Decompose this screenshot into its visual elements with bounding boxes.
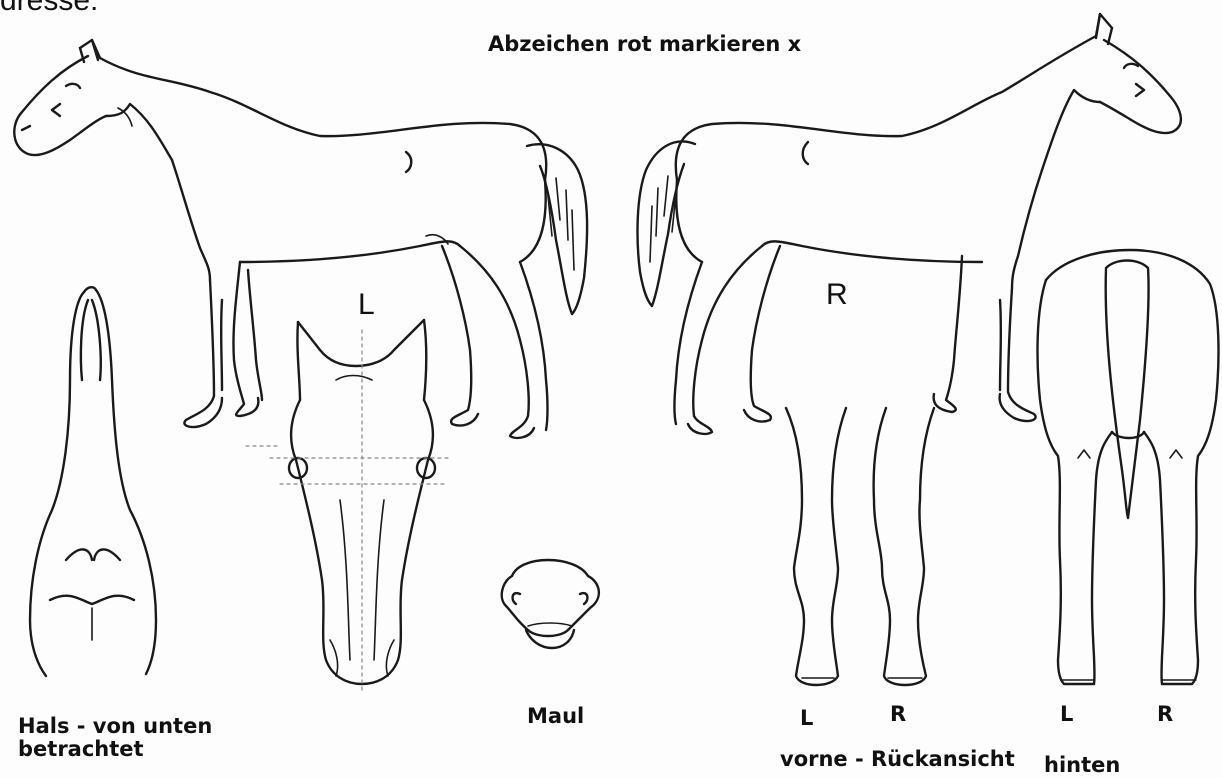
left-side-label: L <box>358 290 375 320</box>
hind-left-label: L <box>1060 704 1073 725</box>
neck-from-below-drawing <box>30 287 156 676</box>
front-legs-rear-view-drawing <box>786 408 934 685</box>
front-right-label: R <box>890 704 906 725</box>
head-front-view-drawing <box>246 320 450 690</box>
front-view-caption: vorne - Rückansicht <box>780 749 1015 770</box>
muzzle-caption: Maul <box>527 706 584 727</box>
neck-caption-line2: betrachtet <box>18 739 144 760</box>
muzzle-drawing <box>502 560 599 648</box>
horse-right-side-view <box>638 14 1181 434</box>
hind-legs-rear-view-drawing <box>1038 250 1219 684</box>
right-side-label: R <box>826 280 848 310</box>
hind-view-caption: hinten <box>1044 755 1120 776</box>
front-left-label: L <box>800 708 813 729</box>
neck-caption-line1: Hals - von unten <box>18 716 212 737</box>
hind-right-label: R <box>1157 704 1173 725</box>
